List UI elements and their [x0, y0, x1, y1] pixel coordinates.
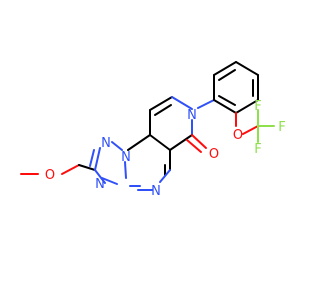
bond-ph-6-1-double	[218, 95, 236, 106]
bond-ph-6-1	[213, 99, 237, 114]
atom-f-top: F	[254, 99, 261, 114]
bond-o-ch2	[61, 164, 80, 175]
bond-c9a-c5a	[149, 134, 171, 151]
bond-c2-n1	[94, 147, 101, 171]
bond-ph-5-6	[235, 99, 259, 114]
bond-c8-n7	[171, 96, 193, 110]
bond-ph-2-3	[213, 61, 237, 76]
bond-n9-c3a	[124, 161, 127, 179]
bond-n7-aryl	[197, 99, 215, 109]
bond-c9-c8-double	[154, 104, 172, 116]
bond-ph-3-4	[235, 61, 259, 76]
bond-c3a-n3	[101, 177, 118, 185]
bond-c6-o-carbonyl	[191, 134, 207, 149]
bond-c6-c5a	[169, 134, 193, 151]
bond-ph-2-3-double	[218, 69, 236, 81]
atom-label-layer: O N N N N N O O F F F	[45, 99, 286, 199]
bond-c9-c8	[149, 96, 173, 111]
bond-n1-n9	[111, 141, 123, 151]
atom-n-pyrimidine: N	[151, 184, 161, 199]
structure-diagram: O N N N N N O O F F F	[20, 61, 286, 199]
atom-f-right: F	[278, 120, 285, 135]
atom-o-ether: O	[45, 168, 55, 183]
molecule-canvas: O N N N N N O O F F F	[20, 61, 286, 199]
atom-n-triazole-bottom: N	[95, 177, 105, 192]
bond-ch2-c2	[78, 164, 96, 171]
bond-c5-n4	[159, 169, 171, 183]
bond-c2-n1-double	[89, 149, 95, 167]
atom-o-carbonyl: O	[209, 147, 219, 162]
bond-o-cf3	[242, 125, 259, 135]
bond-c2-n3	[94, 169, 106, 184]
atom-n-triazole-bridge: N	[121, 150, 131, 165]
atom-n-pyridone: N	[187, 108, 197, 123]
bond-layer	[20, 61, 275, 191]
bond-n9-c9a	[127, 134, 151, 151]
atom-f-bottom: F	[254, 142, 261, 157]
bond-c6-o-carbonyl-double	[186, 139, 202, 153]
atom-n-triazole-top: N	[101, 136, 111, 151]
atom-o-aryl: O	[233, 128, 243, 143]
